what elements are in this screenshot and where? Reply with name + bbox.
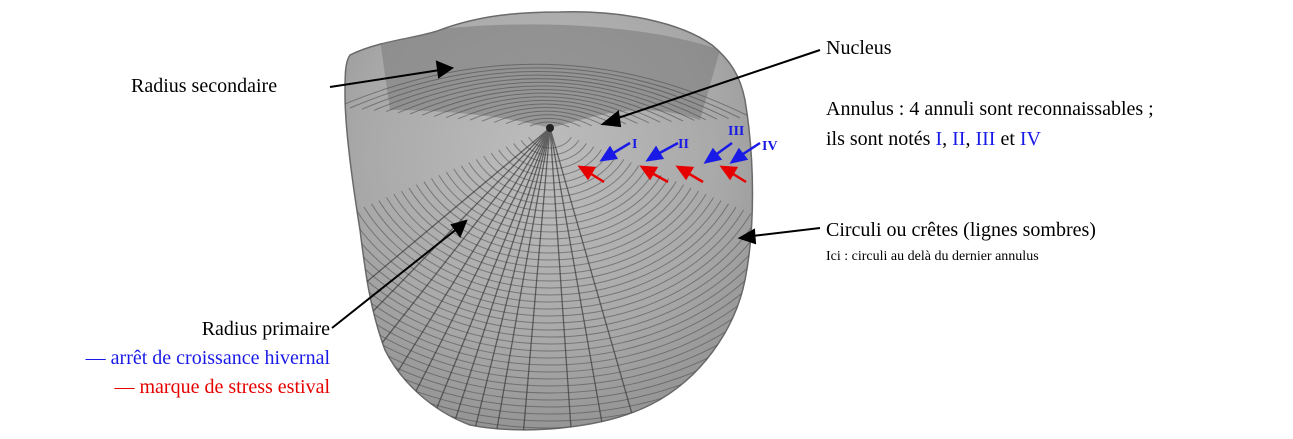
legend-blue: — arrêt de croissance hivernal bbox=[86, 346, 330, 370]
label-radius-primaire: Radius primaire bbox=[202, 317, 330, 341]
label-annulus-line1: Annulus : 4 annuli sont reconnaissables … bbox=[826, 97, 1154, 121]
label-annulus-line2: ils sont notés I, II, III et IV bbox=[826, 127, 1041, 151]
legend-red: — marque de stress estival bbox=[115, 375, 331, 399]
marker-IV: IV bbox=[762, 139, 778, 154]
label-radius-secondaire: Radius secondaire bbox=[131, 74, 277, 98]
marker-III: III bbox=[728, 124, 744, 139]
label-circuli-note: Ici : circuli au delà du dernier annulus bbox=[826, 248, 1039, 266]
annulus-IV: IV bbox=[1020, 128, 1041, 150]
label-nucleus: Nucleus bbox=[826, 36, 892, 60]
marker-II: II bbox=[678, 137, 689, 152]
annulus-II: II bbox=[952, 128, 965, 150]
label-circuli: Circuli ou crêtes (lignes sombres) bbox=[826, 218, 1096, 242]
annulus-III: III bbox=[975, 128, 995, 150]
annulus-sep2: , bbox=[965, 128, 975, 150]
nucleus-point bbox=[546, 124, 554, 132]
annulus-prefix: ils sont notés bbox=[826, 128, 930, 150]
marker-I: I bbox=[632, 137, 637, 152]
annulus-sep1: , bbox=[942, 128, 952, 150]
annulus-and: et bbox=[995, 128, 1019, 150]
